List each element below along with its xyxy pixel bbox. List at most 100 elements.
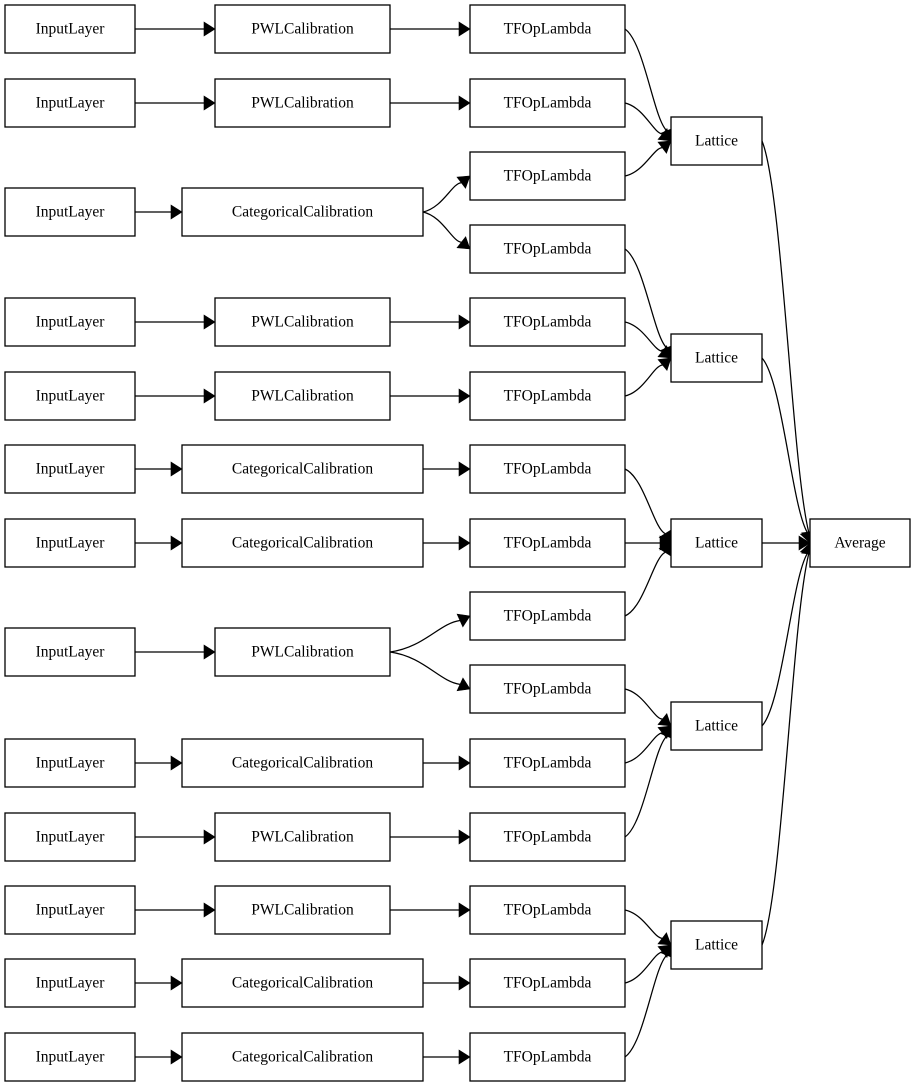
- node-avg-average[interactable]: Average: [809, 518, 911, 568]
- node-box[interactable]: [469, 664, 626, 714]
- node-box[interactable]: [670, 333, 763, 383]
- node-lat5-lattice[interactable]: Lattice: [670, 920, 763, 970]
- node-box[interactable]: [4, 958, 136, 1008]
- node-box[interactable]: [670, 920, 763, 970]
- node-box[interactable]: [469, 371, 626, 421]
- node-lat3-lattice[interactable]: Lattice: [670, 518, 763, 568]
- node-box[interactable]: [4, 297, 136, 347]
- node-box[interactable]: [469, 591, 626, 641]
- node-op3-tfop-lambda[interactable]: TFOpLambda: [469, 151, 626, 201]
- edge-line: [422, 182, 462, 213]
- node-op8-tfop-lambda[interactable]: TFOpLambda: [469, 518, 626, 568]
- node-in4-input-layer[interactable]: InputLayer: [4, 297, 136, 347]
- node-cal11-pwlcalibration[interactable]: PWLCalibration: [214, 885, 391, 935]
- node-box[interactable]: [670, 116, 763, 166]
- node-box[interactable]: [469, 885, 626, 935]
- node-in11-input-layer[interactable]: InputLayer: [4, 885, 136, 935]
- node-box[interactable]: [4, 518, 136, 568]
- node-cal9-categorical-calibration[interactable]: CategoricalCalibration: [181, 738, 424, 788]
- node-in7-input-layer[interactable]: InputLayer: [4, 518, 136, 568]
- node-cal12-categorical-calibration[interactable]: CategoricalCalibration: [181, 958, 424, 1008]
- node-box[interactable]: [181, 738, 424, 788]
- edge-input-layer-to-categorical-calibration: [135, 535, 183, 551]
- node-box[interactable]: [809, 518, 911, 568]
- node-op15-tfop-lambda[interactable]: TFOpLambda: [469, 1032, 626, 1082]
- node-in8-input-layer[interactable]: InputLayer: [4, 627, 136, 677]
- node-box[interactable]: [469, 224, 626, 274]
- node-box[interactable]: [181, 444, 424, 494]
- node-in12-input-layer[interactable]: InputLayer: [4, 958, 136, 1008]
- arrowhead-icon: [170, 535, 183, 551]
- node-lat1-lattice[interactable]: Lattice: [670, 116, 763, 166]
- node-in5-input-layer[interactable]: InputLayer: [4, 371, 136, 421]
- node-box[interactable]: [469, 151, 626, 201]
- node-box[interactable]: [4, 371, 136, 421]
- node-box[interactable]: [181, 518, 424, 568]
- node-box[interactable]: [469, 4, 626, 54]
- node-cal5-pwlcalibration[interactable]: PWLCalibration: [214, 371, 391, 421]
- node-box[interactable]: [4, 444, 136, 494]
- node-op10-tfop-lambda[interactable]: TFOpLambda: [469, 664, 626, 714]
- node-cal6-categorical-calibration[interactable]: CategoricalCalibration: [181, 444, 424, 494]
- node-op7-tfop-lambda[interactable]: TFOpLambda: [469, 444, 626, 494]
- node-in6-input-layer[interactable]: InputLayer: [4, 444, 136, 494]
- node-box[interactable]: [4, 78, 136, 128]
- node-cal8-pwlcalibration[interactable]: PWLCalibration: [214, 627, 391, 677]
- node-box[interactable]: [670, 701, 763, 751]
- node-box[interactable]: [214, 885, 391, 935]
- node-cal1-pwlcalibration[interactable]: PWLCalibration: [214, 4, 391, 54]
- node-box[interactable]: [181, 187, 424, 237]
- node-in2-input-layer[interactable]: InputLayer: [4, 78, 136, 128]
- arrowhead-icon: [203, 21, 216, 37]
- node-in9-input-layer[interactable]: InputLayer: [4, 738, 136, 788]
- node-in1-input-layer[interactable]: InputLayer: [4, 4, 136, 54]
- node-box[interactable]: [214, 297, 391, 347]
- node-box[interactable]: [4, 627, 136, 677]
- node-cal4-pwlcalibration[interactable]: PWLCalibration: [214, 297, 391, 347]
- node-in3-input-layer[interactable]: InputLayer: [4, 187, 136, 237]
- node-box[interactable]: [4, 885, 136, 935]
- node-box[interactable]: [214, 627, 391, 677]
- node-lat2-lattice[interactable]: Lattice: [670, 333, 763, 383]
- node-op4-tfop-lambda[interactable]: TFOpLambda: [469, 224, 626, 274]
- node-box[interactable]: [181, 1032, 424, 1082]
- node-box[interactable]: [4, 4, 136, 54]
- node-op5-tfop-lambda[interactable]: TFOpLambda: [469, 297, 626, 347]
- node-in13-input-layer[interactable]: InputLayer: [4, 1032, 136, 1082]
- node-box[interactable]: [469, 812, 626, 862]
- edge-categorical-calibration-to-tfop-lambda: [422, 175, 471, 213]
- node-box[interactable]: [670, 518, 763, 568]
- node-op6-tfop-lambda[interactable]: TFOpLambda: [469, 371, 626, 421]
- node-op2-tfop-lambda[interactable]: TFOpLambda: [469, 78, 626, 128]
- node-op14-tfop-lambda[interactable]: TFOpLambda: [469, 958, 626, 1008]
- node-cal2-pwlcalibration[interactable]: PWLCalibration: [214, 78, 391, 128]
- node-lat4-lattice[interactable]: Lattice: [670, 701, 763, 751]
- node-op13-tfop-lambda[interactable]: TFOpLambda: [469, 885, 626, 935]
- node-cal7-categorical-calibration[interactable]: CategoricalCalibration: [181, 518, 424, 568]
- node-cal13-categorical-calibration[interactable]: CategoricalCalibration: [181, 1032, 424, 1082]
- node-cal10-pwlcalibration[interactable]: PWLCalibration: [214, 812, 391, 862]
- node-box[interactable]: [181, 958, 424, 1008]
- node-in10-input-layer[interactable]: InputLayer: [4, 812, 136, 862]
- node-op12-tfop-lambda[interactable]: TFOpLambda: [469, 812, 626, 862]
- node-box[interactable]: [469, 1032, 626, 1082]
- node-op1-tfop-lambda[interactable]: TFOpLambda: [469, 4, 626, 54]
- node-box[interactable]: [469, 444, 626, 494]
- node-box[interactable]: [469, 518, 626, 568]
- node-box[interactable]: [214, 4, 391, 54]
- node-op9-tfop-lambda[interactable]: TFOpLambda: [469, 591, 626, 641]
- node-box[interactable]: [469, 297, 626, 347]
- node-cal3-categorical-calibration[interactable]: CategoricalCalibration: [181, 187, 424, 237]
- node-box[interactable]: [4, 812, 136, 862]
- node-box[interactable]: [214, 812, 391, 862]
- node-box[interactable]: [4, 187, 136, 237]
- node-box[interactable]: [469, 78, 626, 128]
- node-box[interactable]: [214, 78, 391, 128]
- node-op11-tfop-lambda[interactable]: TFOpLambda: [469, 738, 626, 788]
- node-box[interactable]: [469, 738, 626, 788]
- node-box[interactable]: [469, 958, 626, 1008]
- node-box[interactable]: [4, 1032, 136, 1082]
- node-box[interactable]: [214, 371, 391, 421]
- node-box[interactable]: [4, 738, 136, 788]
